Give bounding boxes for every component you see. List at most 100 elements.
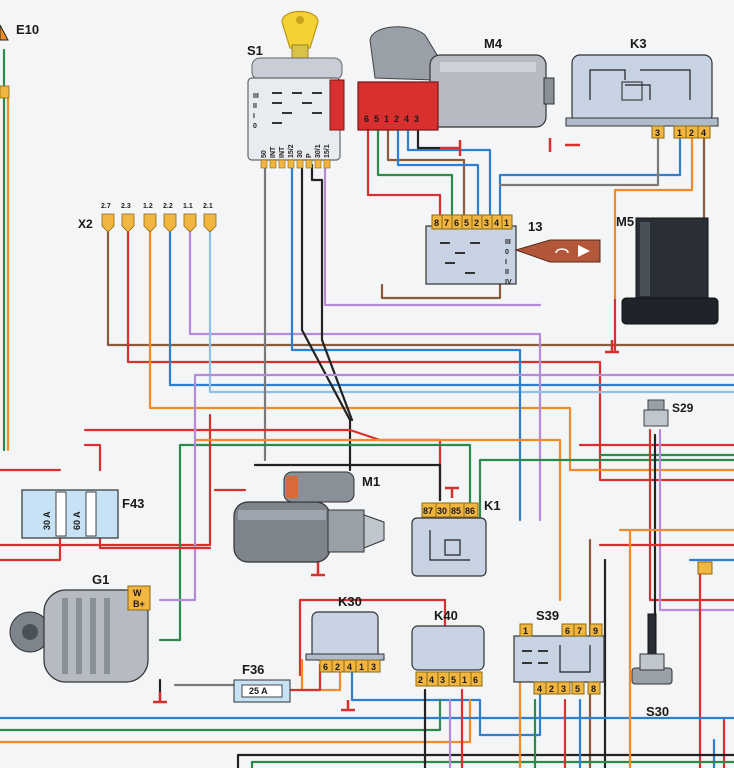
k3-coil — [621, 81, 643, 101]
x2-label: X2 — [78, 217, 93, 231]
k40-body — [411, 625, 485, 671]
k40-pins: 2 4 3 5 1 6 — [415, 671, 483, 687]
svg-text:INT: INT — [270, 146, 277, 158]
svg-text:II: II — [505, 269, 509, 276]
svg-text:0: 0 — [253, 123, 257, 130]
m4-highlight — [440, 62, 536, 72]
s1-ignition-switch[interactable]: III II I 0 50 INT INT 15/2 30 P 30/1 15/… — [247, 10, 345, 169]
svg-text:1: 1 — [523, 626, 528, 636]
fuse-30a[interactable] — [55, 491, 67, 537]
svg-text:85: 85 — [451, 506, 461, 516]
arrow-right-icon — [578, 245, 590, 257]
svg-text:2.3: 2.3 — [121, 203, 131, 210]
svg-text:2.2: 2.2 — [163, 203, 173, 210]
k3-relay[interactable]: 3 1 2 4 K3 — [565, 36, 719, 139]
svg-text:7: 7 — [444, 218, 449, 228]
svg-text:IV: IV — [505, 279, 512, 286]
k3-base — [565, 117, 719, 127]
svg-text:5: 5 — [575, 684, 580, 694]
s1-label: S1 — [247, 43, 263, 58]
s29-switch[interactable]: S29 — [643, 399, 694, 427]
svg-text:1: 1 — [677, 128, 682, 138]
svg-text:30/1: 30/1 — [315, 144, 322, 158]
m1-label: M1 — [362, 474, 380, 489]
k40-relay[interactable]: 2 4 3 5 1 6 K40 — [411, 608, 485, 687]
ground-symbols — [153, 138, 619, 712]
s29-body — [643, 409, 669, 427]
s39-switch[interactable]: 1 6 7 9 4 2 3 5 8 S39 — [513, 608, 605, 695]
m4-label: M4 — [484, 36, 503, 51]
k30-label: K30 — [338, 594, 362, 609]
svg-text:87: 87 — [423, 506, 433, 516]
switch13-side-marks: III 0 I II IV — [505, 239, 512, 286]
svg-text:4: 4 — [347, 662, 352, 672]
x2-connector[interactable]: 2.7 2.3 1.2 2.2 1.1 2.1 X2 — [78, 203, 217, 233]
svg-text:15/2: 15/2 — [288, 144, 295, 158]
m5-highlight — [640, 222, 650, 296]
wires — [0, 48, 734, 768]
switch-13[interactable]: 8 7 6 5 2 3 4 1 III 0 I II IV 13 — [425, 214, 601, 286]
svg-text:III: III — [505, 239, 511, 246]
k30-base — [305, 653, 385, 661]
m1-pinion — [363, 514, 385, 549]
svg-text:3: 3 — [484, 218, 489, 228]
m1-highlight — [238, 510, 326, 520]
svg-text:4: 4 — [404, 114, 409, 124]
fuse-60a-label: 60 A — [72, 511, 82, 530]
f36-fuse[interactable]: 25 A F36 — [233, 662, 291, 703]
svg-text:15/1: 15/1 — [324, 144, 331, 158]
svg-text:1: 1 — [462, 675, 467, 685]
svg-text:30: 30 — [437, 506, 447, 516]
k3-circuit — [589, 69, 691, 100]
svg-text:8: 8 — [591, 684, 596, 694]
m1-starter[interactable]: M1 — [233, 471, 385, 563]
m4-wiper-motor[interactable]: 6 5 1 2 4 3 M4 — [357, 26, 555, 131]
f43-body — [21, 489, 119, 539]
svg-text:1: 1 — [384, 114, 389, 124]
s39-circuit — [559, 645, 591, 673]
k1-label: K1 — [484, 498, 501, 513]
svg-text:2: 2 — [689, 128, 694, 138]
e10-connector — [0, 85, 10, 99]
svg-text:1.1: 1.1 — [183, 203, 193, 210]
svg-text:3: 3 — [371, 662, 376, 672]
svg-text:6: 6 — [323, 662, 328, 672]
k1-relay[interactable]: 87 30 85 86 K1 — [411, 498, 501, 577]
svg-text:50: 50 — [261, 150, 268, 158]
svg-text:3: 3 — [440, 675, 445, 685]
fuse-60a[interactable] — [85, 491, 97, 537]
s1-side-block — [329, 79, 345, 131]
f43-fuse-block[interactable]: 30 A 60 A F43 — [21, 489, 144, 539]
svg-text:1: 1 — [359, 662, 364, 672]
m4-connector-block — [357, 81, 439, 131]
svg-text:8: 8 — [434, 218, 439, 228]
g1-pulley-hub — [22, 624, 38, 640]
k30-relay[interactable]: 6 2 4 1 3 K30 — [305, 594, 385, 673]
svg-text:4: 4 — [429, 675, 434, 685]
svg-text:0: 0 — [505, 249, 509, 256]
g1-generator[interactable]: W B+ G1 — [9, 572, 151, 683]
svg-text:6: 6 — [364, 114, 369, 124]
svg-text:5: 5 — [464, 218, 469, 228]
x2-pins — [101, 213, 217, 233]
svg-text:4: 4 — [537, 684, 542, 694]
m5-washer-motor[interactable]: M5 — [616, 214, 719, 325]
switch13-label: 13 — [528, 219, 542, 234]
s39-label: S39 — [536, 608, 559, 623]
switch13-body — [425, 225, 517, 285]
s1-top-cover — [251, 57, 343, 81]
wiper-icon — [555, 248, 569, 254]
e10-label: E10 — [16, 22, 39, 37]
k1-pins: 87 30 85 86 — [421, 502, 479, 518]
e10-lamp[interactable]: E10 — [0, 22, 39, 99]
s39-body — [513, 635, 605, 683]
svg-text:5: 5 — [374, 114, 379, 124]
g1-terminal-w: W — [133, 588, 142, 598]
s39-bottom-pins: 4 2 3 5 8 — [533, 681, 601, 695]
m1-terminal — [286, 476, 298, 498]
s30-sensor[interactable]: S30 — [631, 613, 673, 719]
svg-text:II: II — [253, 103, 257, 110]
k3-pins: 3 1 2 4 — [651, 125, 711, 139]
svg-text:1.2: 1.2 — [143, 203, 153, 210]
svg-text:6: 6 — [565, 626, 570, 636]
